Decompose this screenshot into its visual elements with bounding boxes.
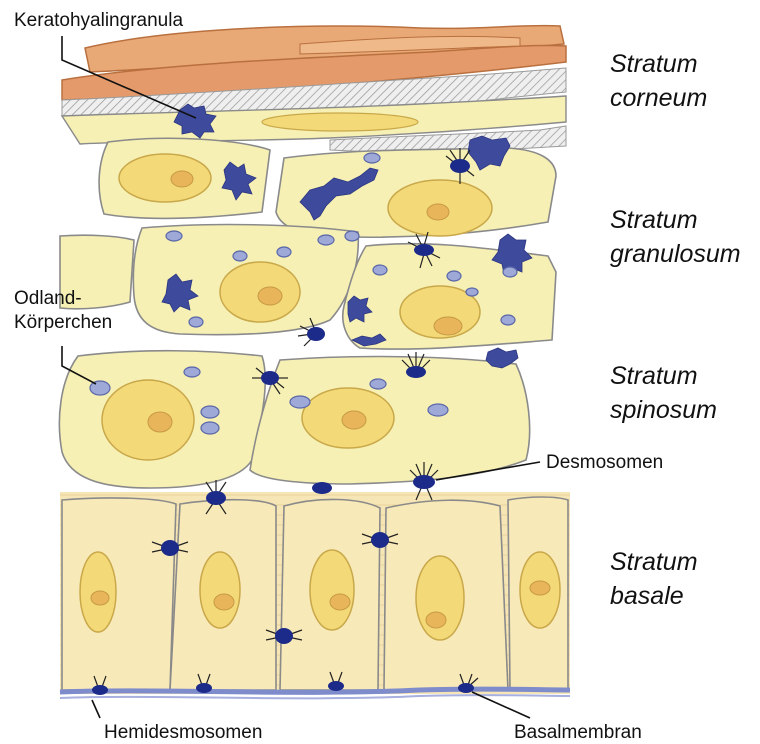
layer-label-corneum-line1: Stratum — [610, 50, 698, 78]
label-hemidesmosomen: Hemidesmosomen — [104, 722, 262, 743]
layer-label-granulosum-line1: Stratum — [610, 206, 698, 234]
label-desmosomen: Desmosomen — [546, 452, 663, 473]
stratum-corneum-layers — [62, 26, 566, 152]
stratum-spinosum-cells — [59, 351, 529, 488]
layer-label-basale-line2: basale — [610, 582, 684, 610]
stratum-basale-cells — [60, 492, 570, 694]
layer-label-corneum-line2: corneum — [610, 84, 707, 112]
label-keratohyalingranula: Keratohyalingranula — [14, 10, 183, 31]
layer-label-spinosum-line2: spinosum — [610, 396, 717, 424]
layer-label-spinosum-line1: Stratum — [610, 362, 698, 390]
layer-label-basale-line1: Stratum — [610, 548, 698, 576]
label-odland-line1: Odland- — [14, 288, 82, 309]
label-basalmembran: Basalmembran — [514, 722, 642, 743]
layer-label-granulosum-line2: granulosum — [610, 240, 741, 268]
label-odland-line2: Körperchen — [14, 312, 112, 333]
desmosome — [312, 482, 332, 494]
